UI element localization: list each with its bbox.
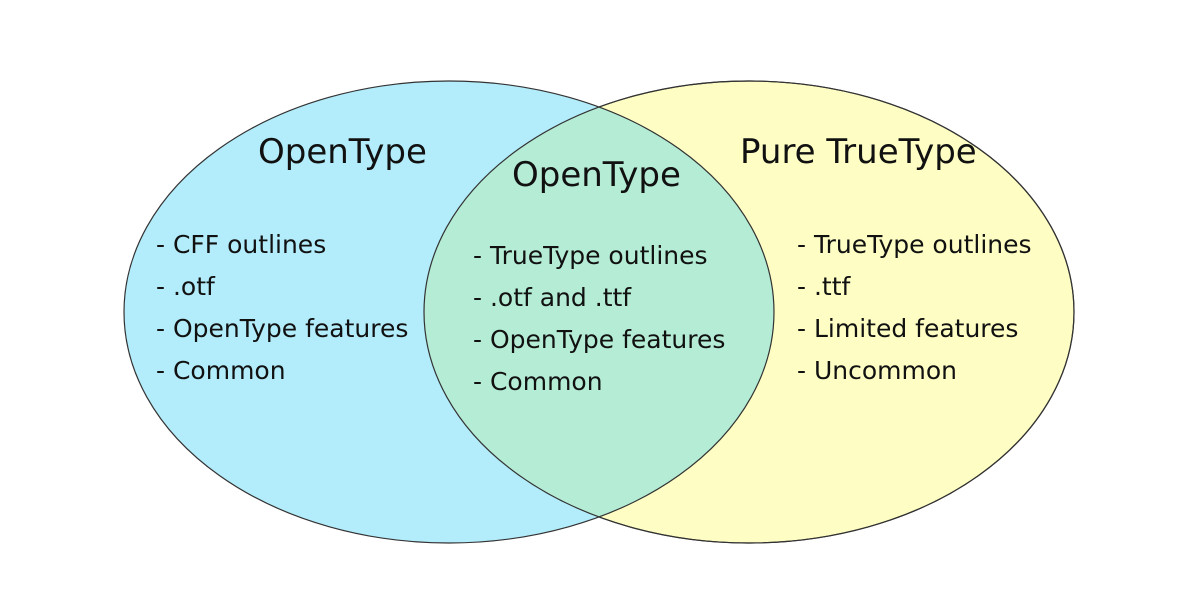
list-item: - CFF outlines bbox=[156, 230, 327, 259]
list-item: - .otf and .ttf bbox=[473, 283, 632, 312]
right-region-title: Pure TrueType bbox=[740, 132, 977, 172]
center-region-title: OpenType bbox=[512, 155, 681, 195]
overlap-region bbox=[424, 81, 774, 543]
list-item: - Uncommon bbox=[797, 356, 957, 385]
list-item: - Common bbox=[156, 356, 286, 385]
list-item: - TrueType outlines bbox=[473, 241, 708, 270]
list-item: - .otf bbox=[156, 272, 215, 301]
list-item: - OpenType features bbox=[473, 325, 726, 354]
center-region-list: - TrueType outlines - .otf and .ttf - Op… bbox=[473, 235, 725, 403]
left-region-list: - CFF outlines - .otf - OpenType feature… bbox=[156, 224, 408, 392]
list-item: - OpenType features bbox=[156, 314, 409, 343]
list-item: - .ttf bbox=[797, 272, 851, 301]
pure-truetype-ellipse-outline bbox=[423, 80, 1075, 544]
list-item: - TrueType outlines bbox=[797, 230, 1032, 259]
right-region-list: - TrueType outlines - .ttf - Limited fea… bbox=[797, 224, 1032, 392]
opentype-cff-ellipse-outline bbox=[123, 80, 775, 544]
list-item: - Limited features bbox=[797, 314, 1019, 343]
left-region-title: OpenType bbox=[258, 132, 427, 172]
list-item: - Common bbox=[473, 367, 603, 396]
